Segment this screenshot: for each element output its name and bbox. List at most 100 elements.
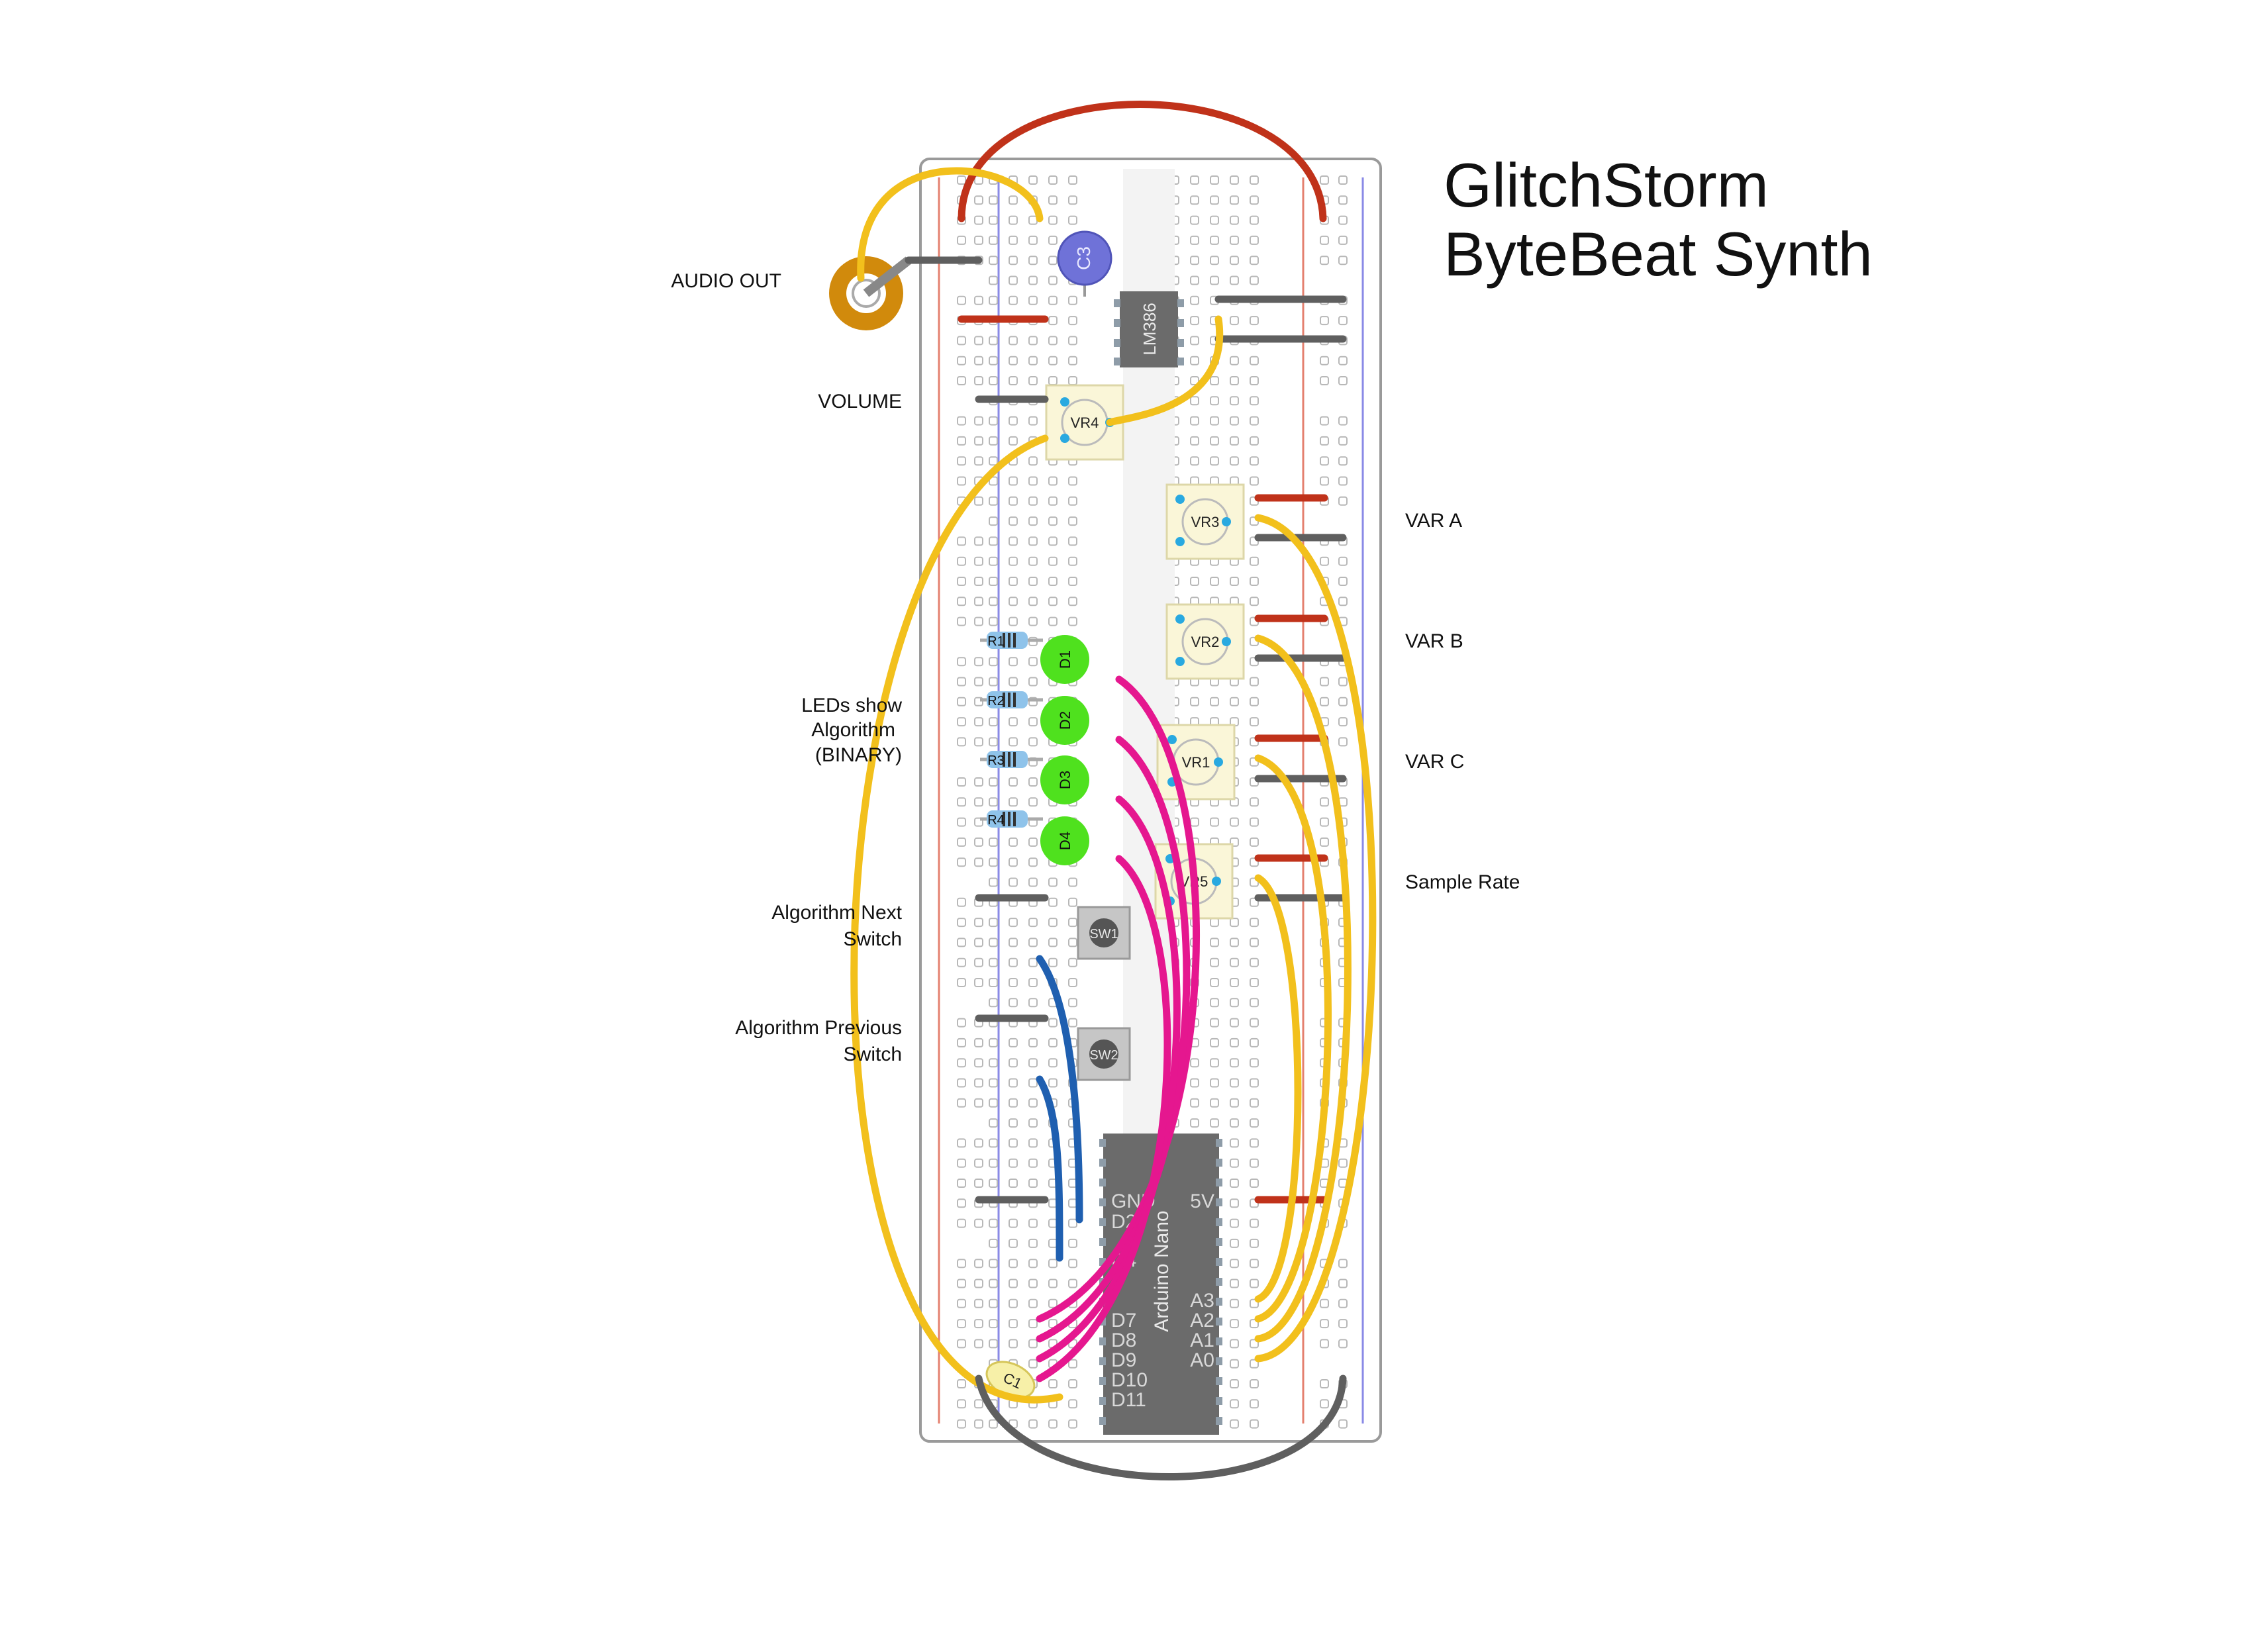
breadboard-hole bbox=[957, 336, 966, 346]
breadboard-hole bbox=[957, 1399, 966, 1409]
breadboard-hole bbox=[974, 1158, 983, 1168]
breadboard-hole bbox=[1009, 516, 1018, 526]
breadboard-hole bbox=[957, 456, 966, 466]
breadboard-hole bbox=[989, 777, 998, 787]
breadboard-hole bbox=[1230, 697, 1239, 706]
breadboard-hole bbox=[1210, 1098, 1219, 1108]
breadboard-hole bbox=[1028, 597, 1038, 606]
breadboard-hole bbox=[1338, 597, 1348, 606]
breadboard-hole bbox=[974, 957, 983, 967]
breadboard-hole bbox=[957, 175, 966, 185]
breadboard-hole bbox=[1009, 436, 1018, 446]
breadboard-hole bbox=[989, 356, 998, 365]
breadboard-hole bbox=[957, 897, 966, 907]
breadboard-hole bbox=[1028, 536, 1038, 546]
breadboard-hole bbox=[989, 677, 998, 687]
pot-vr2[interactable]: VR2 bbox=[1165, 603, 1245, 680]
breadboard-hole bbox=[974, 1138, 983, 1148]
breadboard-hole bbox=[989, 1138, 998, 1148]
breadboard-hole bbox=[1210, 978, 1219, 987]
breadboard-hole bbox=[1028, 777, 1038, 787]
breadboard-hole bbox=[957, 837, 966, 847]
breadboard-hole bbox=[1068, 1259, 1077, 1269]
breadboard-hole bbox=[1338, 1279, 1348, 1288]
breadboard-hole bbox=[1028, 175, 1038, 185]
breadboard-hole bbox=[1320, 356, 1329, 365]
breadboard-hole bbox=[989, 476, 998, 486]
breadboard-hole bbox=[1028, 998, 1038, 1008]
sw2-label: SW2 bbox=[1089, 1048, 1118, 1063]
breadboard-hole bbox=[1338, 436, 1348, 446]
breadboard-hole bbox=[957, 717, 966, 727]
breadboard-hole bbox=[1250, 797, 1259, 807]
breadboard-hole bbox=[1009, 837, 1018, 847]
breadboard-hole bbox=[1190, 376, 1199, 385]
breadboard-hole bbox=[1009, 476, 1018, 486]
breadboard-hole bbox=[1250, 1359, 1259, 1369]
capacitor-c1: C1 bbox=[985, 1361, 1036, 1399]
breadboard-hole bbox=[974, 597, 983, 606]
vr4-label: VR4 bbox=[1071, 414, 1099, 431]
breadboard-hole bbox=[1250, 1118, 1259, 1128]
breadboard-hole bbox=[957, 1158, 966, 1168]
breadboard-hole bbox=[1009, 1058, 1018, 1068]
breadboard-hole bbox=[1230, 1339, 1239, 1349]
breadboard-hole bbox=[1190, 1058, 1199, 1068]
breadboard-hole bbox=[974, 857, 983, 867]
breadboard-hole bbox=[1190, 436, 1199, 446]
breadboard-hole bbox=[1230, 175, 1239, 185]
breadboard-hole bbox=[989, 496, 998, 506]
breadboard-hole bbox=[1230, 275, 1239, 285]
breadboard-hole bbox=[1190, 295, 1199, 305]
switch-sw2[interactable]: SW2 bbox=[1077, 1027, 1131, 1081]
breadboard-hole bbox=[1048, 195, 1058, 205]
breadboard-hole bbox=[1320, 456, 1329, 466]
pin-d8: D8 bbox=[1111, 1329, 1136, 1351]
nano-pin bbox=[1216, 1278, 1222, 1286]
breadboard-hole bbox=[1009, 195, 1018, 205]
breadboard-hole bbox=[1190, 215, 1199, 225]
breadboard-hole bbox=[974, 175, 983, 185]
breadboard-hole bbox=[1048, 938, 1058, 947]
breadboard-hole bbox=[974, 295, 983, 305]
breadboard-hole bbox=[974, 717, 983, 727]
pot-vr1[interactable]: VR1 bbox=[1156, 724, 1236, 800]
breadboard-hole bbox=[1028, 215, 1038, 225]
breadboard-hole bbox=[1230, 1319, 1239, 1329]
resistor-r1: R1 bbox=[980, 632, 1043, 649]
breadboard-hole bbox=[989, 215, 998, 225]
breadboard-hole bbox=[974, 356, 983, 365]
breadboard-hole bbox=[1068, 1238, 1077, 1248]
breadboard-hole bbox=[957, 1078, 966, 1088]
breadboard-hole bbox=[1230, 1399, 1239, 1409]
breadboard-hole bbox=[1048, 897, 1058, 907]
breadboard-hole bbox=[1250, 837, 1259, 847]
switch-sw1[interactable]: SW1 bbox=[1077, 906, 1131, 960]
pin-d10: D10 bbox=[1111, 1369, 1148, 1391]
breadboard-hole bbox=[1068, 978, 1077, 987]
breadboard-hole bbox=[1068, 938, 1077, 947]
d2-label: D2 bbox=[1057, 711, 1073, 730]
breadboard-hole bbox=[1210, 396, 1219, 406]
wire-yellow-vara bbox=[1254, 514, 1377, 1363]
breadboard-hole bbox=[989, 938, 998, 947]
label-var-a: VAR A bbox=[1405, 510, 1462, 532]
breadboard-hole bbox=[957, 556, 966, 566]
breadboard-hole bbox=[1009, 356, 1018, 365]
breadboard-hole bbox=[1338, 356, 1348, 365]
breadboard-hole bbox=[1190, 1098, 1199, 1108]
breadboard-hole bbox=[1068, 1379, 1077, 1388]
pot-vr3[interactable]: VR3 bbox=[1165, 483, 1245, 560]
breadboard-hole bbox=[1068, 877, 1077, 887]
breadboard-hole bbox=[1009, 275, 1018, 285]
breadboard-hole bbox=[1250, 275, 1259, 285]
wire-magenta-3 bbox=[1036, 795, 1181, 1363]
breadboard-hole bbox=[1210, 1118, 1219, 1128]
breadboard-hole bbox=[1250, 175, 1259, 185]
nano-pin bbox=[1216, 1377, 1222, 1385]
breadboard-hole bbox=[1009, 256, 1018, 266]
breadboard-hole bbox=[1338, 697, 1348, 706]
breadboard-hole bbox=[1068, 616, 1077, 626]
breadboard-hole bbox=[957, 536, 966, 546]
breadboard-hole bbox=[974, 616, 983, 626]
